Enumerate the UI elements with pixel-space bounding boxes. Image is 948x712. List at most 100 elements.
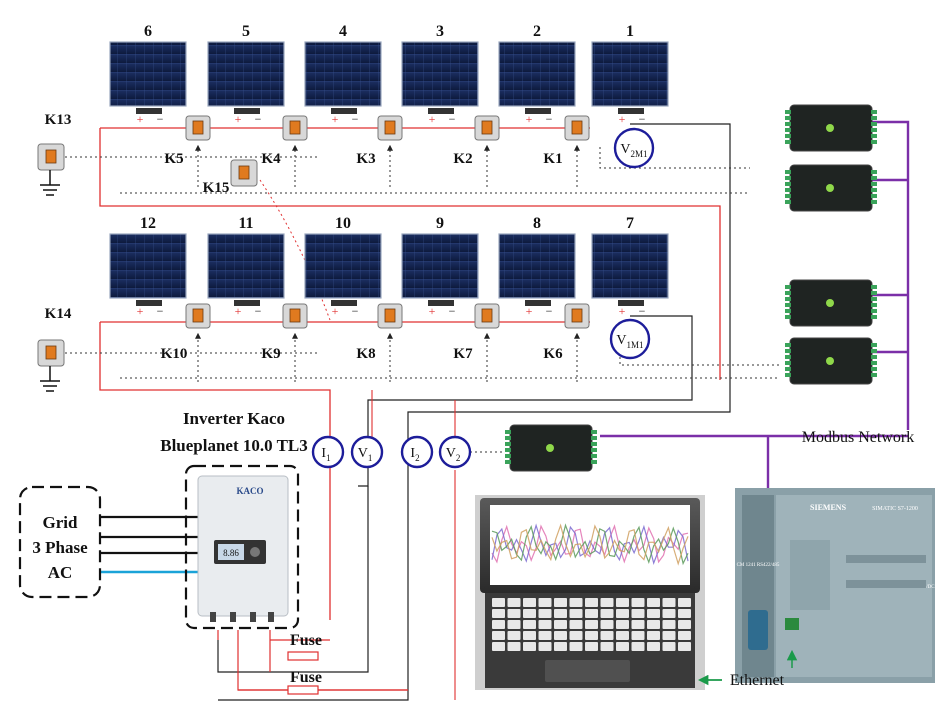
- svg-text:I2: I2: [410, 446, 419, 463]
- svg-text:V1: V1: [358, 446, 373, 463]
- pv-module-3: 3 +−: [401, 23, 479, 126]
- module-number: 10: [335, 215, 351, 232]
- ground-icon: [40, 366, 60, 392]
- junction-box: [331, 300, 357, 306]
- contactor-k5: K5: [164, 115, 211, 187]
- plus-sign: +: [526, 304, 533, 318]
- module-number: 4: [339, 23, 347, 40]
- pv-module-11: 11+−: [207, 215, 285, 318]
- contactor-k10: K10: [161, 303, 211, 382]
- minus-sign: −: [352, 112, 359, 126]
- junction-box: [331, 108, 357, 114]
- minus-sign: −: [157, 304, 164, 318]
- plc-brand: SIEMENS: [810, 503, 847, 512]
- meter-i1: I1: [311, 435, 345, 469]
- plus-sign: +: [429, 112, 436, 126]
- contactor-label: K5: [164, 151, 183, 167]
- plus-sign: +: [619, 304, 626, 318]
- module-number: 6: [144, 23, 152, 40]
- module-number: 3: [436, 23, 444, 40]
- wiring: [60, 120, 910, 701]
- pv-module-1: 1 +−: [591, 23, 669, 126]
- contactor-label-k13: K13: [45, 112, 72, 128]
- contactor-k4: K4: [261, 115, 308, 187]
- contactor-label: K8: [356, 346, 375, 362]
- fuse-label: Fuse: [290, 632, 322, 649]
- io-module: [785, 164, 877, 212]
- pv-module-5: 5 +−: [207, 23, 285, 126]
- pv-module-12: 12 +−: [109, 215, 187, 318]
- plus-sign: +: [235, 304, 242, 318]
- minus-sign: −: [449, 112, 456, 126]
- pv-module-10: 10 +−: [304, 215, 382, 318]
- plc-model: SIMATIC S7-1200: [872, 506, 918, 512]
- grid-label-line3: AC: [48, 563, 73, 582]
- junction-box: [428, 300, 454, 306]
- inverter-display: 8.86: [223, 548, 239, 558]
- plus-sign: +: [332, 112, 339, 126]
- module-number: 5: [242, 23, 250, 40]
- contactor-label-k15: K15: [203, 180, 230, 196]
- waveform-plot: [491, 523, 689, 566]
- contactor-k1: K1: [543, 115, 590, 187]
- module-number: 1: [626, 23, 634, 40]
- contactor-label: K7: [453, 346, 473, 362]
- meter-i2: I2: [400, 435, 434, 469]
- contactor-icon: [37, 339, 65, 367]
- minus-sign: −: [255, 112, 262, 126]
- svg-text:I1: I1: [321, 446, 330, 463]
- contactor-label: K6: [543, 346, 563, 362]
- junction-box: [234, 108, 260, 114]
- inverter-title-line2: Blueplanet 10.0 TL3: [160, 436, 308, 455]
- ethernet-label: Ethernet: [730, 672, 785, 689]
- grid-label-line2: 3 Phase: [32, 538, 88, 557]
- junction-box: [525, 108, 551, 114]
- module-number: 11: [238, 215, 253, 232]
- svg-text:V2: V2: [446, 446, 461, 463]
- plus-sign: +: [137, 112, 144, 126]
- svg-text:V1M1: V1M1: [616, 333, 643, 350]
- contactor-icon: [37, 143, 65, 171]
- ground-contactor-k13: K13: [37, 112, 72, 196]
- modbus-network-label: Modbus Network: [802, 429, 914, 446]
- pv-module-7: 7+−: [591, 215, 669, 318]
- plus-sign: +: [235, 112, 242, 126]
- contactor-k6: K6: [543, 303, 590, 382]
- module-number: 12: [140, 215, 156, 232]
- plus-sign: +: [429, 304, 436, 318]
- pv-module-8: 8+−: [498, 215, 576, 318]
- junction-box: [618, 108, 644, 114]
- minus-sign: −: [639, 112, 646, 126]
- minus-sign: −: [449, 304, 456, 318]
- contactor-icon: [230, 159, 258, 187]
- touchpad: [545, 660, 630, 682]
- junction-box: [136, 300, 162, 306]
- inverter: KACO 8.86: [184, 464, 300, 630]
- modbus-io-modules: [505, 104, 877, 472]
- contactor-label: K2: [453, 151, 472, 167]
- contactor-label: K3: [356, 151, 375, 167]
- pv-module-2: 2+−: [498, 23, 576, 126]
- contactor-label: K10: [161, 346, 188, 362]
- plus-sign: +: [137, 304, 144, 318]
- module-number: 7: [626, 215, 634, 232]
- module-number: 8: [533, 215, 541, 232]
- plus-sign: +: [619, 112, 626, 126]
- io-module: [785, 337, 877, 385]
- minus-sign: −: [546, 112, 553, 126]
- pv-module-9: 9+−: [401, 215, 479, 318]
- io-module: [785, 279, 877, 327]
- io-module: [505, 424, 597, 472]
- minus-sign: −: [352, 304, 359, 318]
- minus-sign: −: [157, 112, 164, 126]
- plus-sign: +: [332, 304, 339, 318]
- inverter-title-line1: Inverter Kaco: [183, 409, 285, 428]
- top-pv-string: 6+−5+−4+−3+−2+−1+−: [109, 23, 669, 126]
- meter-v-top-module: V2M1: [613, 127, 655, 169]
- contactor-k8: K8: [356, 303, 403, 382]
- meter-v1: V1: [350, 435, 384, 469]
- siemens-plc: SIEMENS SIMATIC S7-1200 CPU 1214C DC/DC/…: [735, 488, 935, 683]
- ground-contactor-k14: K14: [37, 306, 72, 392]
